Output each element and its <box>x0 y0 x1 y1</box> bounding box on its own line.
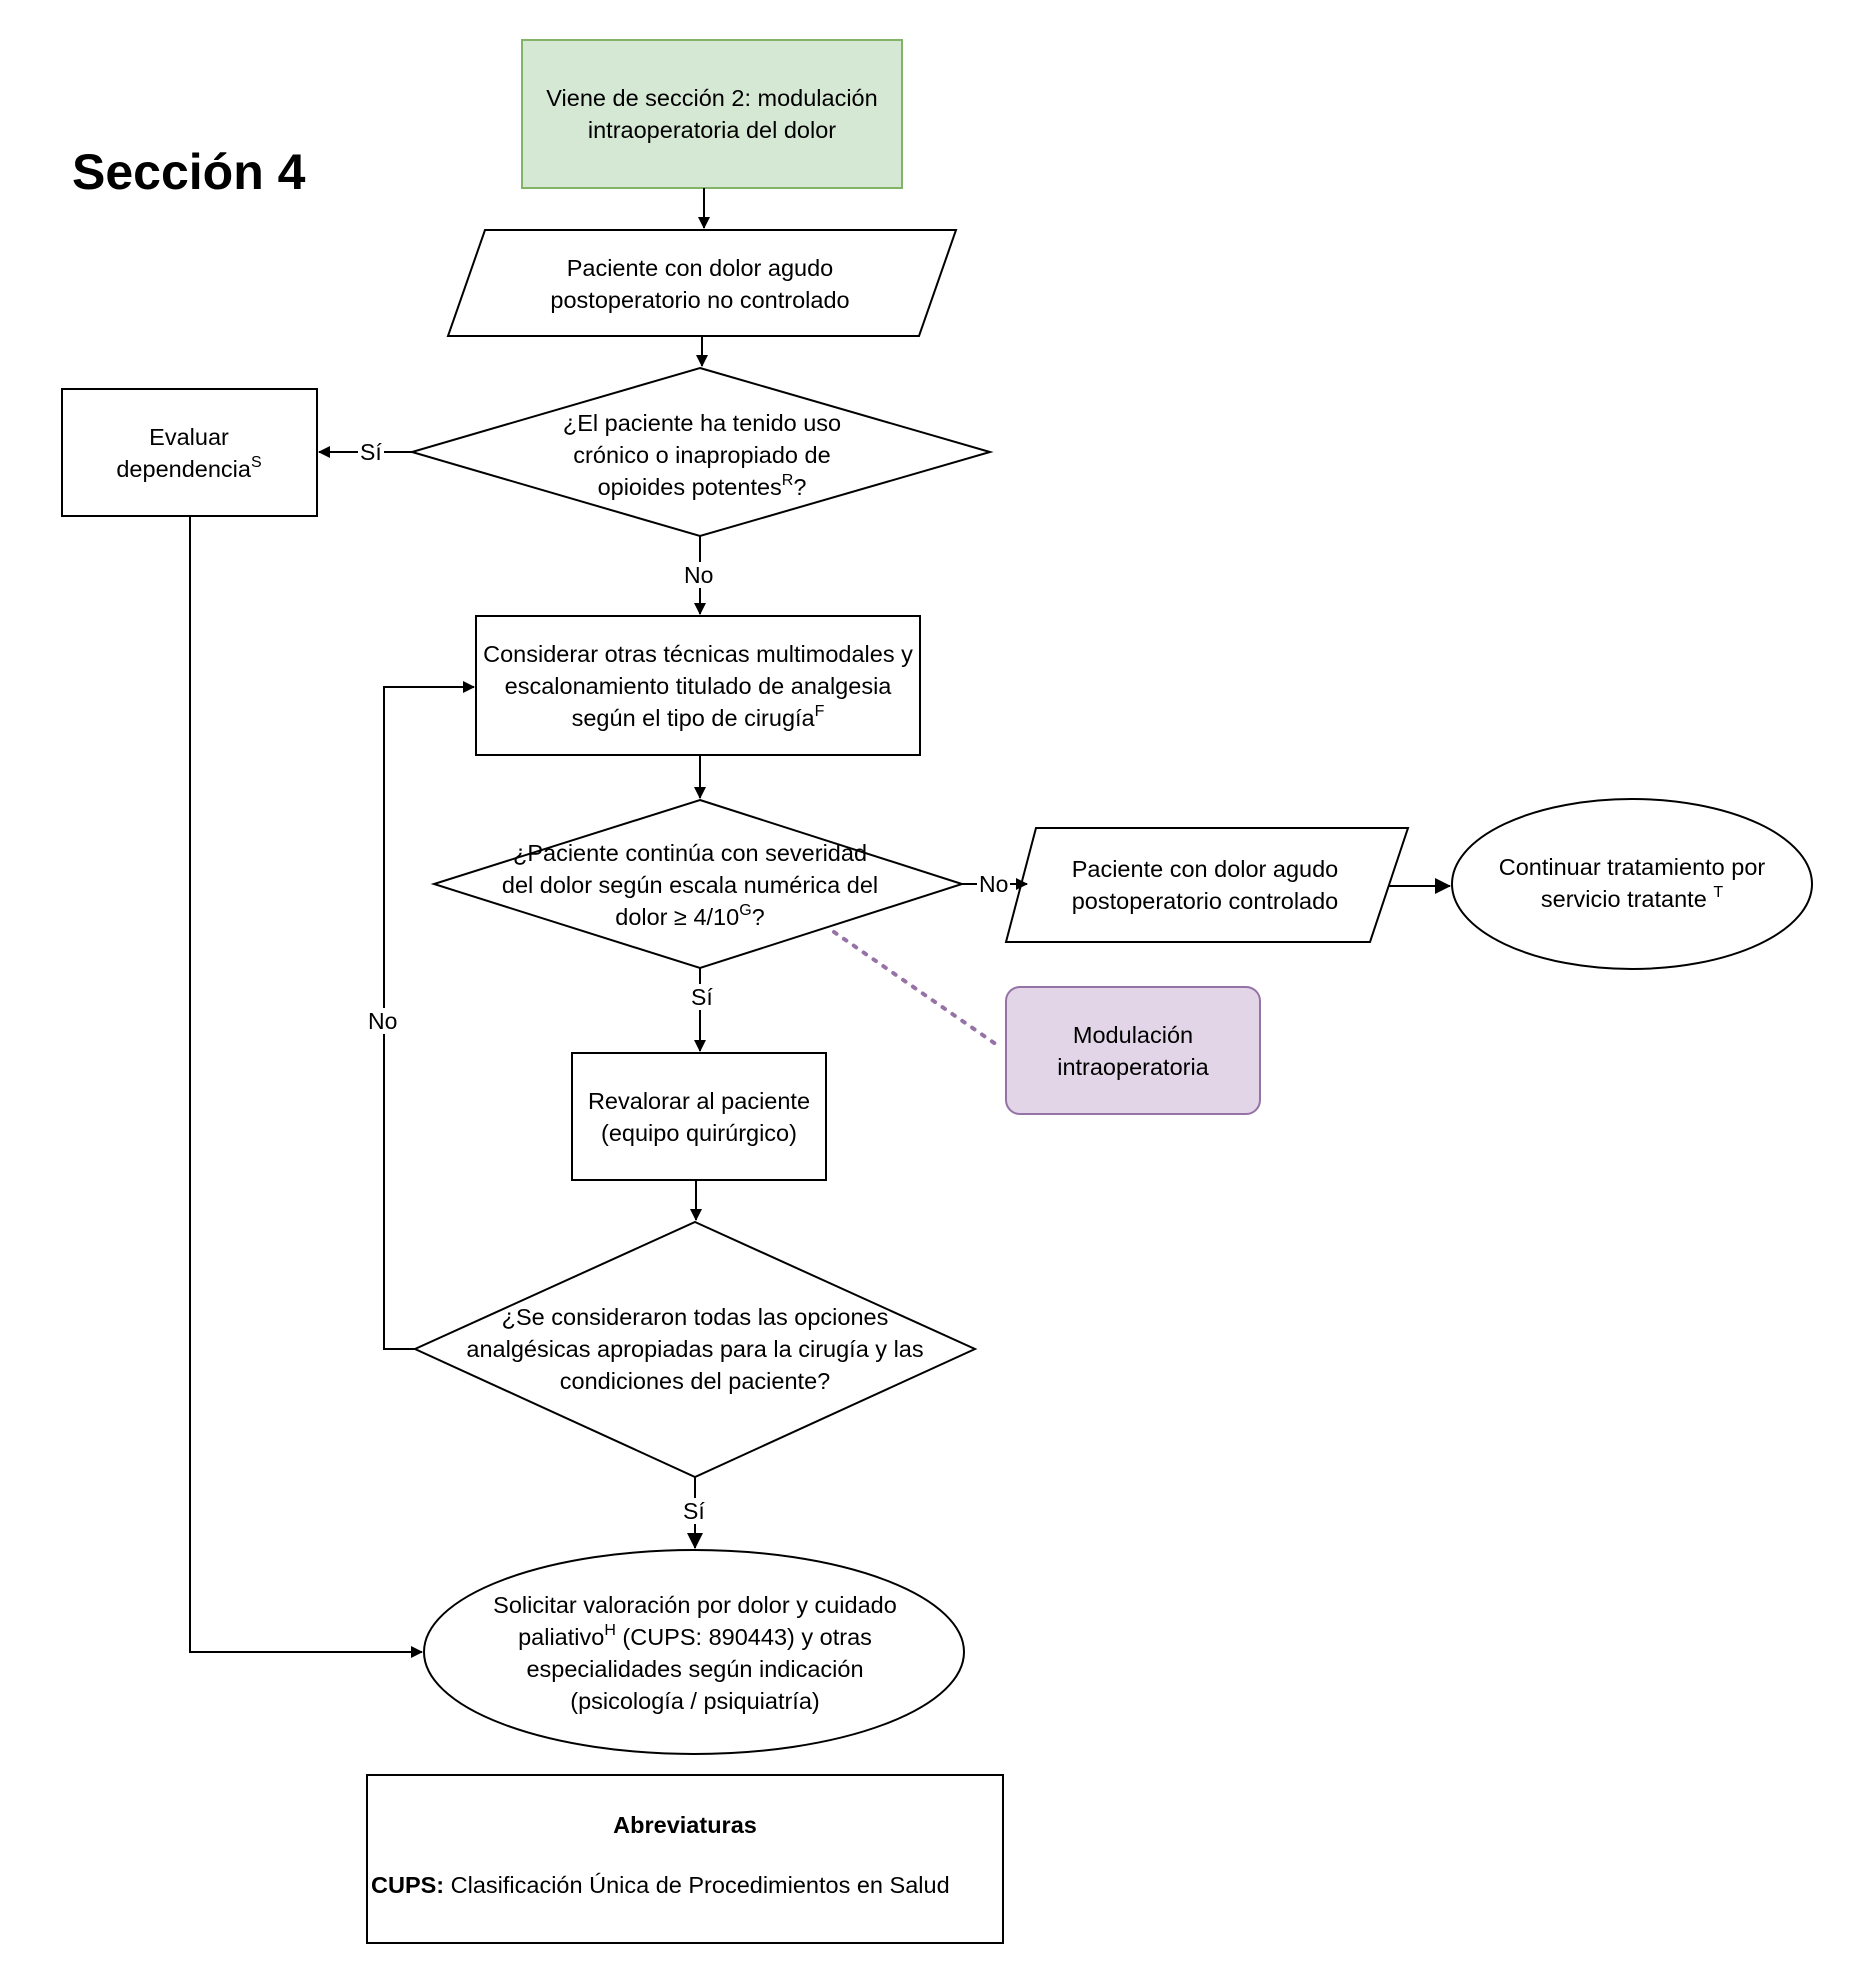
continue-treatment-label: Continuar tratamiento por servicio trata… <box>1468 851 1796 915</box>
reassess-patient-shape <box>571 1052 827 1181</box>
edge-label-pain-yes: Sí <box>689 984 715 1010</box>
decision-pain-scale-end: ? <box>751 904 765 930</box>
abbreviation-definition: Clasificación Única de Procedimientos en… <box>444 1872 950 1898</box>
evaluate-dependence-shape <box>61 388 318 517</box>
footnote-mark-t: T <box>1713 884 1724 901</box>
continue-treatment-node[interactable]: Continuar tratamiento por servicio trata… <box>1468 820 1796 946</box>
consider-techniques-node[interactable]: Considerar otras técnicas multimodales y… <box>480 616 916 755</box>
request-palliative-node[interactable]: Solicitar valoración por dolor y cuidado… <box>470 1580 920 1726</box>
request-palliative-text: Solicitar valoración por dolor y cuidado… <box>493 1592 897 1650</box>
request-palliative-label: Solicitar valoración por dolor y cuidado… <box>470 1589 920 1717</box>
evaluate-dependence-label: Evaluar dependenciaS <box>96 421 282 485</box>
dotted-link-note <box>832 930 1002 1049</box>
footnote-mark-g: G <box>739 902 752 919</box>
output-controlled-node[interactable]: Paciente con dolor agudo postoperatorio … <box>1040 830 1370 940</box>
abbreviations-title: Abreviaturas <box>613 1812 757 1838</box>
edge-label-opioids-no: No <box>682 562 716 588</box>
section-title: Sección 4 <box>72 144 306 200</box>
consider-techniques-text: Considerar otras técnicas multimodales y… <box>483 640 913 731</box>
request-palliative-end: (CUPS: 890443) y otras especialidades se… <box>526 1624 872 1714</box>
output-controlled-shape <box>1004 827 1410 943</box>
decision-opioids-text: ¿El paciente ha tenido uso crónico o ina… <box>562 410 842 500</box>
start-node[interactable]: Viene de sección 2: modulación intraoper… <box>532 40 892 188</box>
footnote-mark-r: R <box>781 472 794 489</box>
edge-label-options-no: No <box>366 1008 400 1034</box>
edge-label-opioids-yes: Sí <box>358 439 384 465</box>
decision-opioids-end: ? <box>793 474 807 500</box>
footnote-mark-h: H <box>604 1622 616 1639</box>
note-modulation-label: Modulación intraoperatoria <box>1057 1021 1209 1080</box>
abbreviations-box: Abreviaturas CUPS: Clasificación Única d… <box>366 1774 1004 1944</box>
request-palliative-shape <box>423 1549 965 1755</box>
decision-pain-scale-node[interactable]: ¿Paciente continúa con severidad del dol… <box>500 830 880 940</box>
evaluate-dependence-node[interactable]: Evaluar dependenciaS <box>96 389 282 516</box>
input-uncontrolled-shape <box>446 229 958 337</box>
footnote-mark-s: S <box>250 453 262 471</box>
start-node-label: Viene de sección 2: modulación intraoper… <box>546 85 878 143</box>
decision-options-node[interactable]: ¿Se consideraron todas las opciones anal… <box>440 1290 950 1408</box>
continue-treatment-shape <box>1451 798 1813 970</box>
note-modulation-node[interactable]: Modulación intraoperatoria <box>1030 987 1236 1114</box>
note-modulation-shape <box>1005 986 1261 1115</box>
decision-opioids-node[interactable]: ¿El paciente ha tenido uso crónico o ina… <box>538 392 866 518</box>
decision-pain-scale-label: ¿Paciente continúa con severidad del dol… <box>500 837 880 933</box>
evaluate-dependence-text: Evaluar dependencia <box>116 423 251 482</box>
abbreviation-item: CUPS: Clasificación Única de Procedimien… <box>371 1872 1002 1899</box>
start-node-shape <box>521 39 903 189</box>
edge-label-options-yes: Sí <box>681 1498 707 1524</box>
consider-techniques-label: Considerar otras técnicas multimodales y… <box>480 638 916 734</box>
input-uncontrolled-label: Paciente con dolor agudo postoperatorio … <box>550 255 850 313</box>
input-uncontrolled-node[interactable]: Paciente con dolor agudo postoperatorio … <box>520 236 880 332</box>
footnote-mark-f: F <box>814 702 825 720</box>
consider-techniques-shape <box>475 615 921 756</box>
decision-options-label: ¿Se consideraron todas las opciones anal… <box>466 1304 924 1394</box>
edge-dependence-to-palliative <box>189 516 423 1658</box>
reassess-patient-label: Revalorar al paciente (equipo quirúrgico… <box>587 1087 811 1146</box>
abbreviation-term: CUPS: <box>371 1872 445 1898</box>
decision-opioids-label: ¿El paciente ha tenido uso crónico o ina… <box>538 407 866 503</box>
continue-treatment-text: Continuar tratamiento por servicio trata… <box>1498 854 1766 912</box>
edge-label-pain-no: No <box>977 871 1011 897</box>
output-controlled-label: Paciente con dolor agudo postoperatorio … <box>1071 856 1339 914</box>
decision-pain-scale-text: ¿Paciente continúa con severidad del dol… <box>501 840 879 930</box>
reassess-patient-node[interactable]: Revalorar al paciente (equipo quirúrgico… <box>576 1053 822 1180</box>
